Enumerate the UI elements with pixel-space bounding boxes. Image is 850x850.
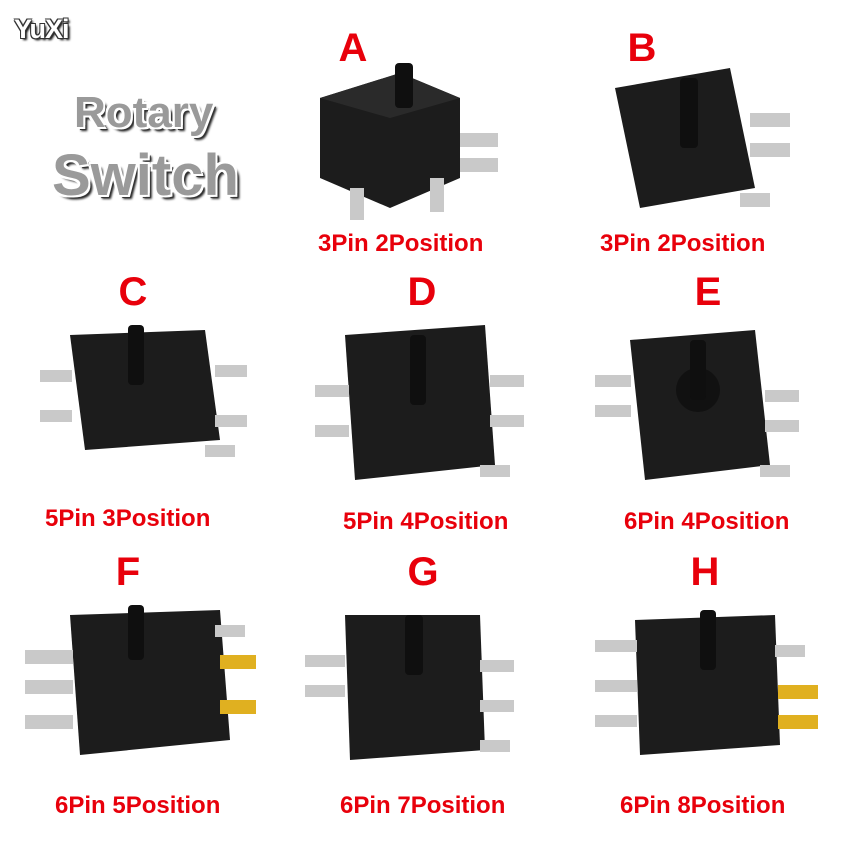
item-f-caption: 6Pin 5Position (55, 792, 221, 819)
item-h-caption: 6Pin 8Position (620, 792, 786, 819)
item-e-switch-photo (595, 330, 799, 480)
item-g-letter: G (407, 550, 439, 594)
item-h-switch-photo (595, 610, 818, 755)
item-e-letter: E (694, 270, 722, 314)
item-f-switch-photo (25, 605, 256, 755)
item-d-switch-photo (315, 325, 524, 480)
item-c-switch-photo (40, 325, 247, 457)
item-a-switch-photo (320, 63, 498, 220)
item-h-letter: H (690, 550, 720, 594)
item-a-letter: A (338, 26, 368, 70)
item-b-caption: 3Pin 2Position (600, 230, 766, 257)
item-c-letter: C (118, 270, 148, 314)
item-a-caption: 3Pin 2Position (318, 230, 484, 257)
item-d-letter: D (407, 270, 437, 314)
item-g-caption: 6Pin 7Position (340, 792, 506, 819)
item-g-switch-photo (305, 615, 514, 760)
item-b-switch-photo (615, 68, 790, 208)
item-d-caption: 5Pin 4Position (343, 508, 509, 535)
item-b-letter: B (627, 26, 657, 70)
title-line-1: Rotary (74, 88, 214, 137)
brand-logo: YuXi (14, 14, 70, 44)
item-e-caption: 6Pin 4Position (624, 508, 790, 535)
item-c-caption: 5Pin 3Position (45, 505, 211, 532)
item-f-letter: F (115, 550, 141, 594)
title-line-2: Switch (52, 143, 239, 208)
